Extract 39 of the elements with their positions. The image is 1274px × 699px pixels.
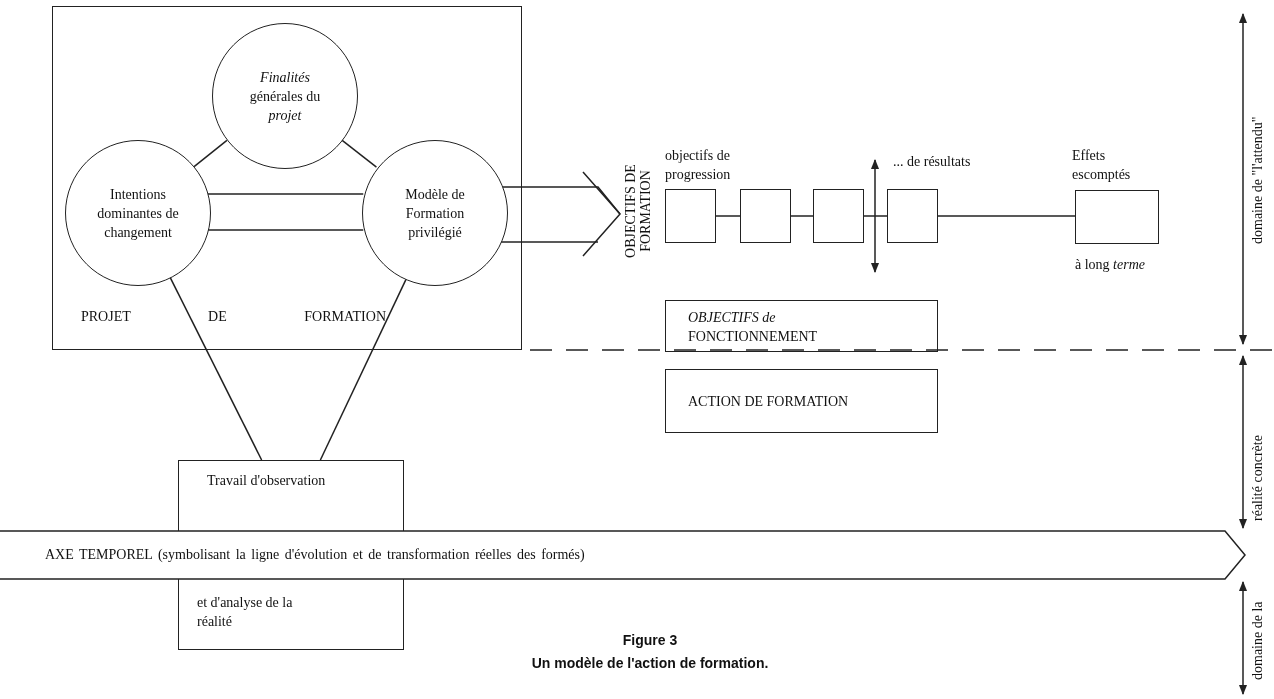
process-box <box>178 579 404 650</box>
process-box <box>178 460 404 531</box>
figure-caption: Un modèle de l'action de formation. <box>530 655 770 671</box>
box-caption: à long terme <box>1075 256 1146 274</box>
box-label: Travail d'observation <box>207 472 327 490</box>
axis-label: AXE TEMPOREL (symbolisant la ligne d'évolution et de transformation réelles des formés) <box>45 546 585 564</box>
circle-label: Intentions dominantes de changement <box>96 185 180 242</box>
process-box <box>665 300 938 352</box>
box-label: PROJET DE FORMATION <box>81 308 386 326</box>
circle-label: Finalités générales du projet <box>248 68 322 125</box>
axis-label: domaine de "l'attendu" <box>1250 116 1266 244</box>
connector-line <box>319 278 407 461</box>
project-box <box>52 6 522 350</box>
connector-line <box>790 215 814 217</box>
axis-label: réalité concrète <box>1250 435 1266 521</box>
connector-line <box>207 229 364 231</box>
step-box <box>740 189 791 243</box>
heading-text: OBJECTIFS DE FORMATION <box>623 163 653 260</box>
box-caption: ... de résultats <box>893 153 972 171</box>
process-box <box>665 369 938 433</box>
box-caption: Effets escomptés <box>1072 147 1132 184</box>
connector-line <box>207 193 364 195</box>
connector-line <box>340 139 378 168</box>
step-box <box>1075 190 1159 244</box>
connector-line <box>937 215 1076 217</box>
axis-label: domaine de la <box>1250 600 1266 680</box>
box-label: ACTION DE FORMATION <box>688 393 850 411</box>
connector-line <box>193 139 228 168</box>
box-label: et d'analyse de la réalité <box>197 594 294 631</box>
connector-line <box>169 276 263 461</box>
box-caption: objectifs de progression <box>665 147 732 184</box>
connector-line <box>715 215 741 217</box>
step-box <box>813 189 864 243</box>
figure-title: Figure 3 <box>621 632 679 648</box>
step-box <box>887 189 938 243</box>
step-box <box>665 189 716 243</box>
circle-label: Modèle de Formation privilégié <box>404 185 466 242</box>
box-label: OBJECTIFS de FONCTIONNEMENT <box>688 309 819 346</box>
connector-line <box>863 215 888 217</box>
